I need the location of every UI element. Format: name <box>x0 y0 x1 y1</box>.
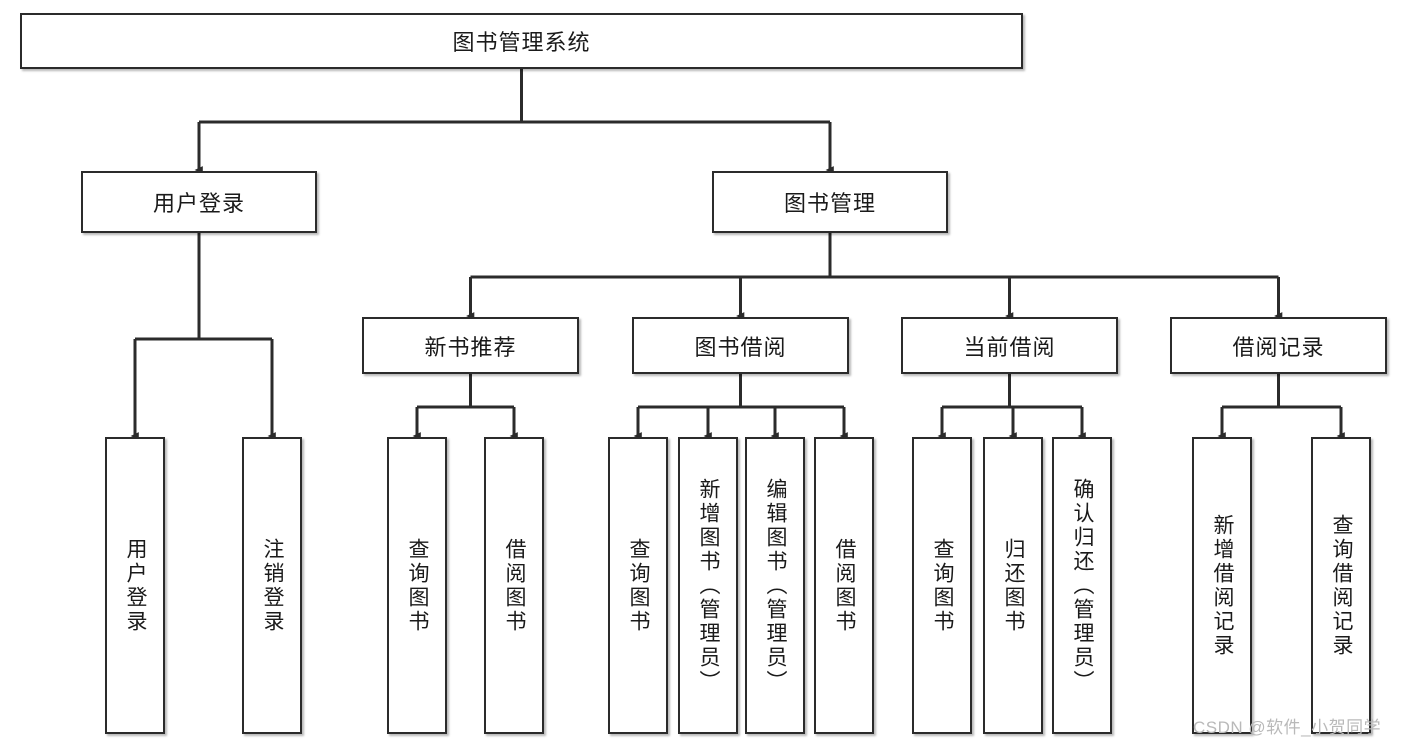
node-label-leaf-query-book-3: 查询图书 <box>931 537 954 634</box>
node-borrow-record[interactable]: 借阅记录 <box>1170 317 1387 374</box>
node-label-root: 图书管理系统 <box>452 30 591 55</box>
node-leaf-query-record[interactable]: 查询借阅记录 <box>1311 437 1371 734</box>
node-leaf-confirm-return[interactable]: 确认归还（管理员） <box>1052 437 1112 734</box>
node-leaf-user-login[interactable]: 用户登录 <box>105 437 165 734</box>
node-label-new-book-rec: 新书推荐 <box>424 334 517 360</box>
node-label-leaf-return-book: 归还图书 <box>1002 537 1025 634</box>
node-leaf-add-book[interactable]: 新增图书（管理员） <box>678 437 738 734</box>
node-label-leaf-borrow-book-2: 借阅图书 <box>833 537 856 634</box>
node-label-leaf-user-login: 用户登录 <box>124 537 147 634</box>
node-leaf-query-book-1[interactable]: 查询图书 <box>387 437 447 734</box>
node-current-borrow[interactable]: 当前借阅 <box>901 317 1118 374</box>
node-leaf-query-book-3[interactable]: 查询图书 <box>912 437 972 734</box>
node-leaf-user-logout[interactable]: 注销登录 <box>242 437 302 734</box>
node-label-leaf-borrow-book-1: 借阅图书 <box>503 537 526 634</box>
node-label-book-borrow: 图书借阅 <box>694 334 787 360</box>
node-label-leaf-query-record: 查询借阅记录 <box>1330 513 1353 658</box>
node-label-leaf-user-logout: 注销登录 <box>261 537 284 634</box>
node-book-manage[interactable]: 图书管理 <box>712 171 948 233</box>
node-leaf-edit-book[interactable]: 编辑图书（管理员） <box>745 437 805 734</box>
node-label-leaf-confirm-return: 确认归还（管理员） <box>1071 477 1094 694</box>
watermark-text: CSDN @软件_小贺同学 <box>1193 718 1382 737</box>
node-leaf-borrow-book-2[interactable]: 借阅图书 <box>814 437 874 734</box>
node-label-leaf-query-book-1: 查询图书 <box>406 537 429 634</box>
node-root[interactable]: 图书管理系统 <box>20 13 1023 69</box>
node-label-book-manage: 图书管理 <box>783 191 876 216</box>
node-book-borrow[interactable]: 图书借阅 <box>632 317 849 374</box>
node-label-leaf-query-book-2: 查询图书 <box>627 537 650 634</box>
node-label-user-login: 用户登录 <box>152 191 245 216</box>
node-label-leaf-add-record: 新增借阅记录 <box>1211 513 1234 658</box>
node-leaf-query-book-2[interactable]: 查询图书 <box>608 437 668 734</box>
node-label-borrow-record: 借阅记录 <box>1232 334 1325 360</box>
node-leaf-borrow-book-1[interactable]: 借阅图书 <box>484 437 544 734</box>
node-new-book-rec[interactable]: 新书推荐 <box>362 317 579 374</box>
node-user-login[interactable]: 用户登录 <box>81 171 317 233</box>
node-label-current-borrow: 当前借阅 <box>963 334 1056 360</box>
node-leaf-return-book[interactable]: 归还图书 <box>983 437 1043 734</box>
node-label-leaf-add-book: 新增图书（管理员） <box>697 477 720 694</box>
node-leaf-add-record[interactable]: 新增借阅记录 <box>1192 437 1252 734</box>
node-label-leaf-edit-book: 编辑图书（管理员） <box>764 477 787 694</box>
